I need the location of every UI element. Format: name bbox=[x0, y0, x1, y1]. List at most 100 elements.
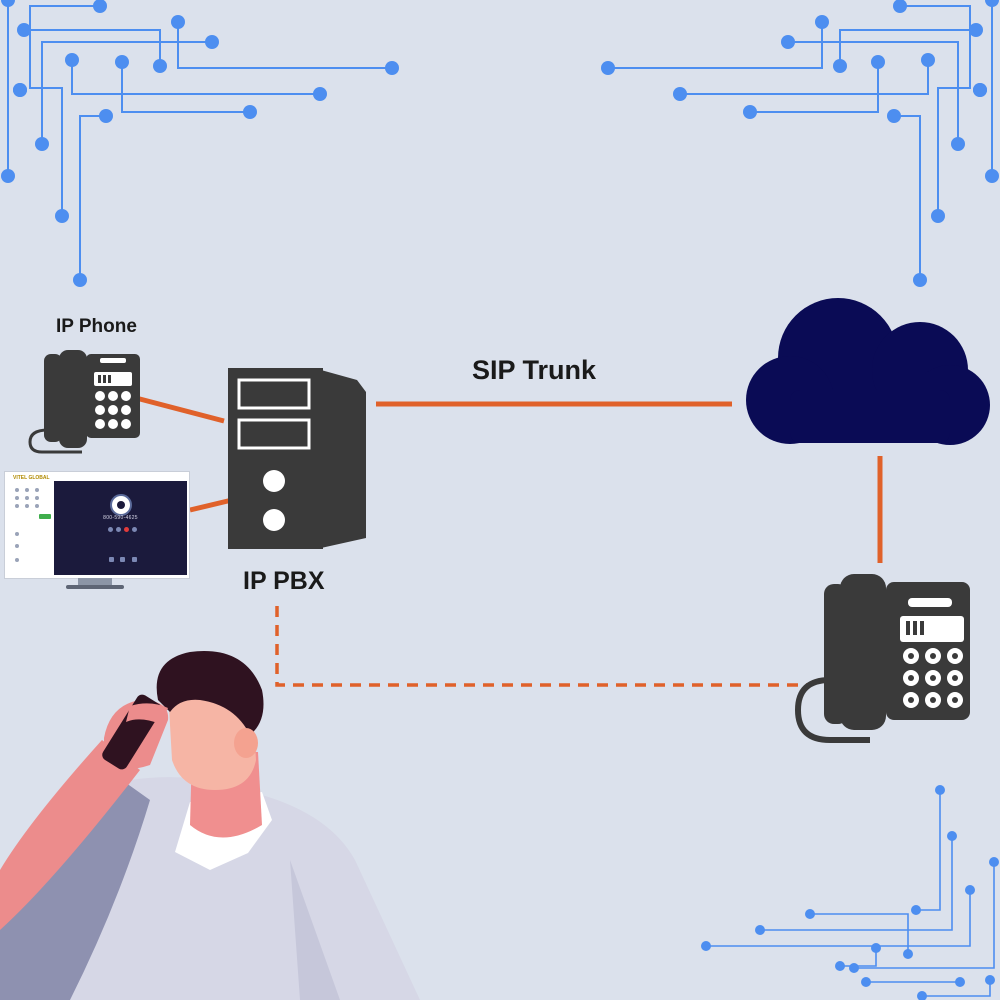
circuit-node bbox=[1, 169, 15, 183]
keypad-icon bbox=[132, 527, 137, 532]
desk-phone-icon bbox=[794, 574, 970, 743]
circuit-trace bbox=[121, 62, 250, 113]
circuit-trace bbox=[750, 62, 879, 113]
circuit-trace bbox=[760, 836, 953, 931]
circuit-trace bbox=[177, 22, 392, 69]
softphone-monitor-icon: VITEL GLOBAL 800-590-4625 bbox=[5, 472, 189, 578]
circuit-node bbox=[171, 15, 185, 29]
circuit-trace bbox=[922, 980, 991, 997]
circuit-node bbox=[917, 991, 927, 1000]
circuit-node bbox=[835, 961, 845, 971]
monitor-base bbox=[66, 585, 124, 589]
circuit-node bbox=[985, 975, 995, 985]
circuit-node bbox=[93, 0, 107, 13]
circuit-node bbox=[385, 61, 399, 75]
circuit-node bbox=[243, 105, 257, 119]
circuit-node bbox=[815, 15, 829, 29]
connection-links bbox=[135, 395, 883, 687]
ip-phone-icon bbox=[28, 350, 140, 454]
circuit-node bbox=[931, 209, 945, 223]
circuit-node bbox=[911, 905, 921, 915]
circuit-node bbox=[903, 949, 913, 959]
mute-icon bbox=[108, 527, 113, 532]
link-ipphone-pbx bbox=[135, 395, 225, 424]
circuit-node bbox=[947, 831, 957, 841]
circuit-node bbox=[13, 83, 27, 97]
cloud-icon bbox=[746, 298, 990, 445]
sip-trunk-label: SIP Trunk bbox=[472, 355, 597, 385]
circuit-trace bbox=[608, 22, 823, 69]
circuit-node bbox=[755, 925, 765, 935]
circuit-node bbox=[805, 909, 815, 919]
circuit-trace bbox=[706, 890, 971, 947]
circuit-node bbox=[701, 941, 711, 951]
circuit-node bbox=[887, 109, 901, 123]
circuit-node bbox=[1, 0, 15, 7]
circuit-node bbox=[935, 785, 945, 795]
circuit-trace bbox=[916, 790, 941, 911]
circuit-node bbox=[17, 23, 31, 37]
circuit-node bbox=[153, 59, 167, 73]
circuit-node bbox=[951, 137, 965, 151]
circuit-node bbox=[781, 35, 795, 49]
circuit-node bbox=[861, 977, 871, 987]
circuit-node bbox=[973, 83, 987, 97]
circuit-node bbox=[65, 53, 79, 67]
circuit-node bbox=[989, 857, 999, 867]
circuit-node bbox=[35, 137, 49, 151]
monitor-stand bbox=[78, 578, 112, 586]
circuit-node bbox=[73, 273, 87, 287]
circuit-trace bbox=[854, 862, 995, 969]
circuit-node bbox=[955, 977, 965, 987]
circuit-trace bbox=[788, 41, 959, 144]
circuit-node bbox=[921, 53, 935, 67]
circuit-node bbox=[893, 0, 907, 13]
circuit-node bbox=[205, 35, 219, 49]
circuit-trace bbox=[29, 5, 100, 216]
circuit-decoration bbox=[7, 0, 995, 997]
softphone-call-screen: 800-590-4625 bbox=[54, 481, 187, 575]
ip-phone-label: IP Phone bbox=[56, 316, 137, 337]
circuit-node bbox=[99, 109, 113, 123]
circuit-trace bbox=[810, 913, 909, 954]
ip-pbx-label: IP PBX bbox=[243, 567, 325, 595]
circuit-node bbox=[969, 23, 983, 37]
circuit-node bbox=[833, 59, 847, 73]
circuit-trace bbox=[41, 41, 212, 144]
circuit-node bbox=[871, 943, 881, 953]
circuit-trace bbox=[839, 29, 976, 66]
hangup-icon bbox=[124, 527, 129, 532]
circuit-trace bbox=[840, 948, 877, 967]
circuit-node bbox=[601, 61, 615, 75]
circuit-node bbox=[115, 55, 129, 69]
softphone-sidebar bbox=[9, 484, 53, 574]
record-icon bbox=[132, 557, 137, 562]
circuit-trace bbox=[24, 29, 161, 66]
circuit-node bbox=[913, 273, 927, 287]
circuit-node bbox=[743, 105, 757, 119]
circuit-trace bbox=[900, 5, 971, 216]
circuit-trace bbox=[894, 115, 921, 280]
circuit-node bbox=[313, 87, 327, 101]
circuit-trace bbox=[71, 60, 320, 95]
circuit-node bbox=[55, 209, 69, 223]
circuit-trace bbox=[79, 115, 106, 280]
circuit-node bbox=[985, 0, 999, 7]
transfer-icon bbox=[109, 557, 114, 562]
circuit-node bbox=[673, 87, 687, 101]
pbx-server-icon bbox=[228, 368, 366, 549]
caller-avatar bbox=[110, 494, 132, 516]
call-number: 800-590-4625 bbox=[103, 515, 138, 521]
dashed-link-pbx-deskphone bbox=[275, 606, 808, 687]
person-on-call-icon bbox=[0, 651, 420, 1000]
link-softphone-pbx bbox=[189, 497, 233, 513]
hold-icon bbox=[116, 527, 121, 532]
circuit-node bbox=[985, 169, 999, 183]
circuit-node bbox=[965, 885, 975, 895]
add-call-icon bbox=[120, 557, 125, 562]
circuit-node bbox=[871, 55, 885, 69]
circuit-trace bbox=[680, 60, 929, 95]
softphone-brand: VITEL GLOBAL bbox=[13, 475, 50, 481]
